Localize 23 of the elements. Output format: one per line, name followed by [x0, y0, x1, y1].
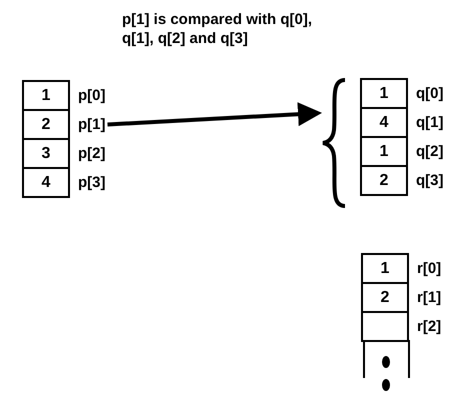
array-cell: 1: [22, 80, 70, 111]
array-cell: 2: [22, 109, 70, 140]
array-cell: 4: [360, 107, 408, 138]
array-cell: 1: [361, 253, 409, 284]
index-label: q[2]: [416, 143, 444, 160]
title: p[1] is compared with q[0], q[1], q[2] and q[3]: [122, 10, 314, 48]
index-label: p[3]: [78, 174, 106, 191]
array-cell: 1: [360, 136, 408, 167]
array-cell: 2: [361, 282, 409, 313]
index-label: p[1]: [78, 116, 106, 133]
index-label: q[0]: [416, 85, 444, 102]
index-label: r[2]: [417, 318, 442, 335]
array-cell: 1: [360, 78, 408, 109]
index-label: q[3]: [416, 172, 444, 189]
index-label: p[0]: [78, 87, 106, 104]
array-cell: 3: [22, 138, 70, 169]
array-cell: 2: [360, 165, 408, 196]
arrow: [107, 102, 322, 126]
array-cell: 4: [22, 167, 70, 198]
index-label: q[1]: [416, 114, 444, 131]
index-label: r[0]: [417, 260, 442, 277]
index-label: p[2]: [78, 145, 106, 162]
index-label: r[1]: [417, 289, 442, 306]
